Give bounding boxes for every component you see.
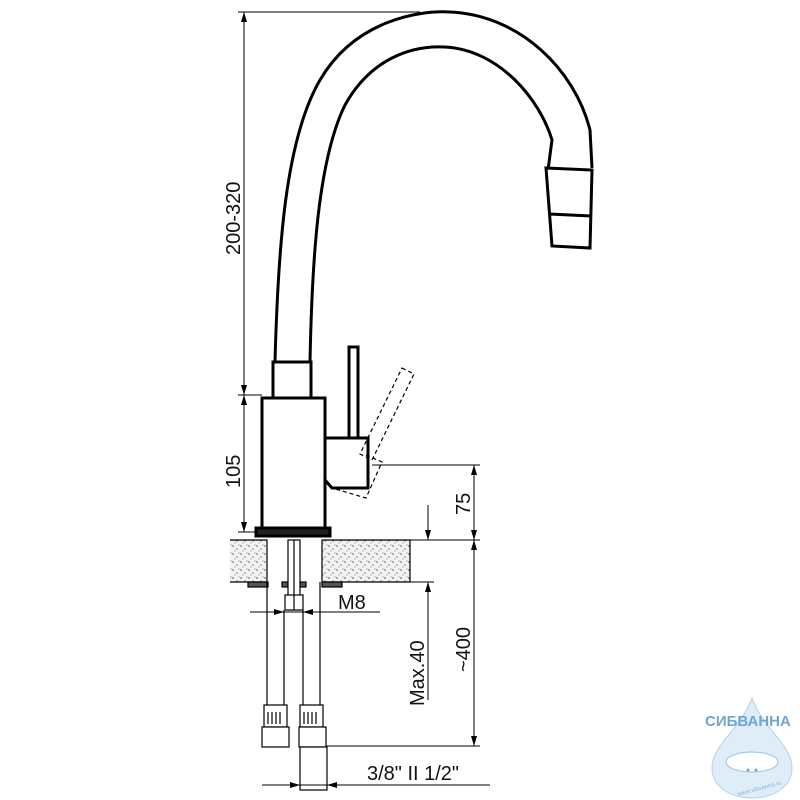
dim-max-countertop: Max.40 <box>407 640 429 706</box>
dim-hose-length: ~400 <box>453 627 475 672</box>
handle-alternate-position <box>331 367 415 499</box>
faucet-body <box>254 360 332 538</box>
dim-spout-height: 200-320 <box>223 182 245 255</box>
dim-thread: M8 <box>338 592 366 614</box>
dimension-lines <box>238 11 490 788</box>
logo-brand: СИБВАННА <box>705 713 791 730</box>
mounting-stud <box>284 539 304 611</box>
dim-connection: 3/8" II 1/2" <box>367 763 459 785</box>
countertop <box>230 539 411 588</box>
handle <box>323 345 370 490</box>
dim-body-height: 105 <box>223 455 245 488</box>
dim-handle-height: 75 <box>453 493 475 515</box>
nozzle <box>544 166 594 250</box>
hoses <box>261 582 328 791</box>
sibvanna-logo: СИБВАННА www.sibvanna.ru <box>705 696 793 799</box>
spout <box>273 10 594 363</box>
